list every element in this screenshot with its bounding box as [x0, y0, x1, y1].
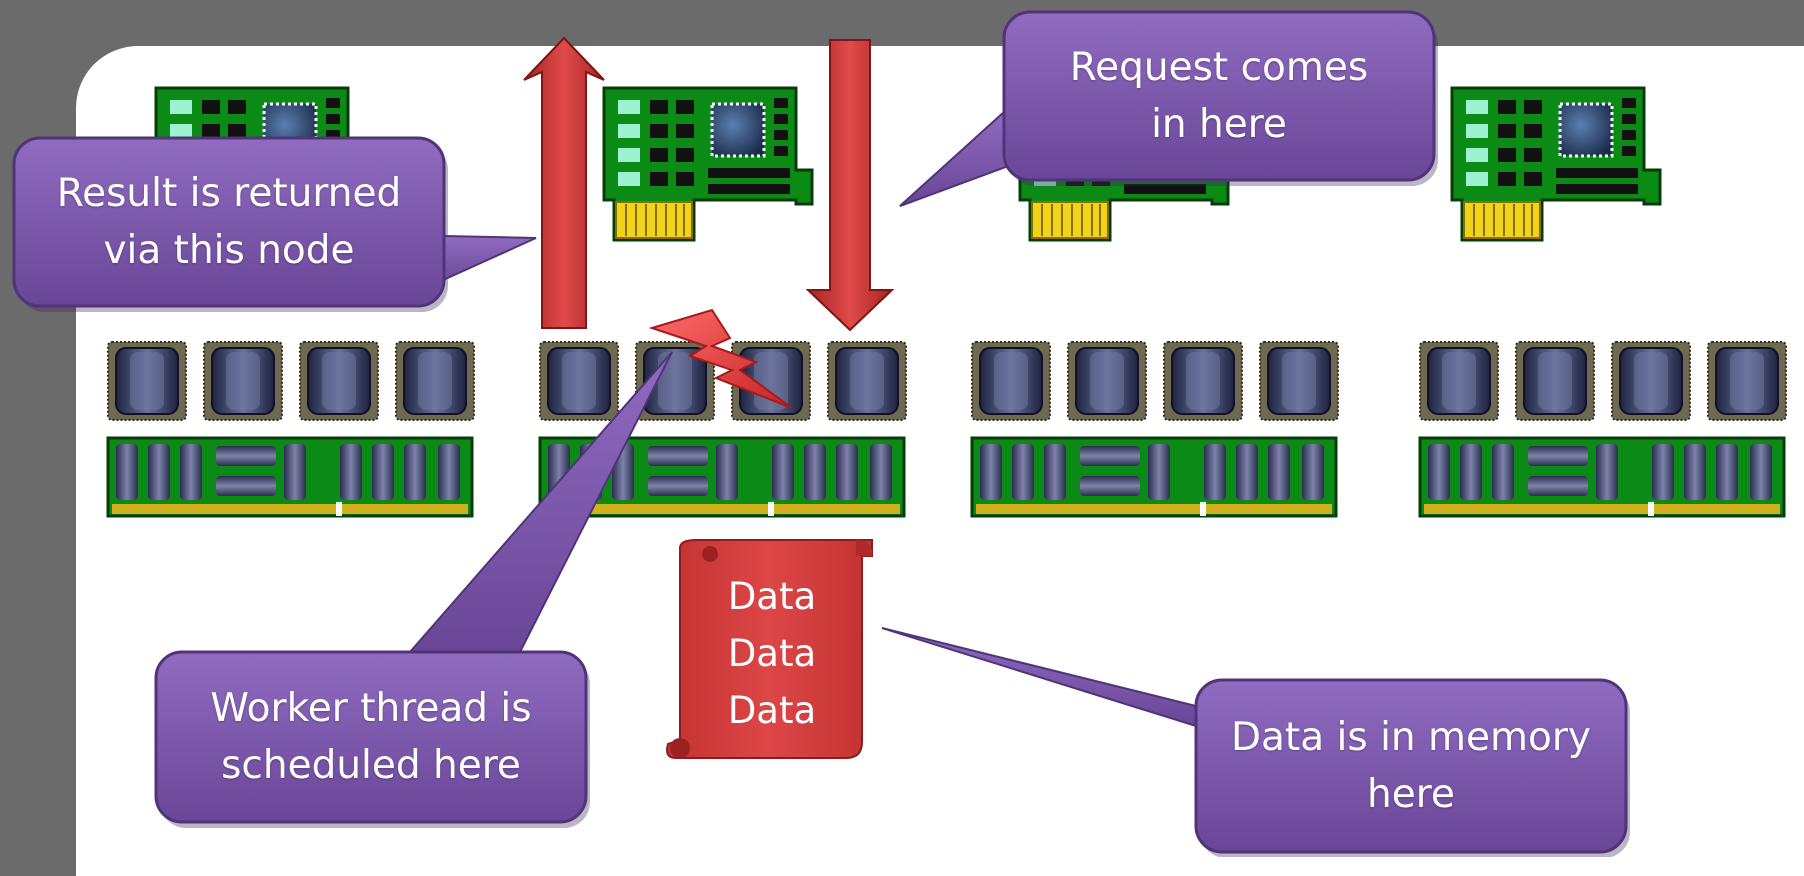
lightning-bolt-icon — [648, 308, 793, 409]
cpu-chip-icon — [395, 341, 475, 421]
callout-result-shape — [12, 136, 537, 312]
cpu-chip-icon — [971, 341, 1051, 421]
cpu-chip-icon — [827, 341, 907, 421]
data-scroll-text: Data Data Data — [694, 568, 850, 739]
cpu-chip-icon — [1515, 341, 1595, 421]
diagram-artwork — [12, 10, 1787, 857]
cpu-chip-icon — [1611, 341, 1691, 421]
callout-worker-shape — [154, 351, 673, 828]
callout-worker: Worker thread is scheduled here — [156, 652, 586, 822]
callout-request-shape — [899, 10, 1438, 207]
cpu-chip-icon — [107, 341, 187, 421]
cpu-chip-icon — [1067, 341, 1147, 421]
scroll-icon — [666, 539, 873, 759]
cpu-chip-icon — [1259, 341, 1339, 421]
callout-memory-text: Data is in memory here — [1231, 715, 1591, 817]
memory-module-icon — [106, 436, 474, 518]
cpu-chip-icon — [203, 341, 283, 421]
data-scroll-line-1: Data — [727, 575, 817, 618]
cpu-chip-icon — [539, 341, 619, 421]
memory-module-icon — [1418, 436, 1786, 518]
data-scroll-line-3: Data — [727, 689, 817, 732]
callout-result-text: Result is returned via this node — [56, 171, 402, 273]
cpu-chip-icon — [1707, 341, 1787, 421]
arrow-down-icon — [805, 39, 895, 332]
callout-result: Result is returned via this node — [14, 138, 444, 306]
cpu-chip-icon — [299, 341, 379, 421]
network-card-icon — [1450, 86, 1662, 242]
callout-memory: Data is in memory here — [1196, 680, 1626, 852]
callout-worker-text: Worker thread is scheduled here — [210, 686, 532, 788]
callout-memory-shape — [881, 627, 1630, 857]
callout-request-text: Request comes in here — [1069, 45, 1369, 147]
arrow-up-icon — [523, 36, 605, 329]
cpu-chip-icon — [1163, 341, 1243, 421]
data-scroll-line-2: Data — [727, 632, 817, 675]
callout-request: Request comes in here — [1004, 12, 1434, 180]
network-card-icon — [602, 86, 814, 242]
cpu-chip-icon — [1419, 341, 1499, 421]
memory-module-icon — [970, 436, 1338, 518]
diagram-canvas: Request comes in here Result is returned… — [12, 10, 1804, 876]
